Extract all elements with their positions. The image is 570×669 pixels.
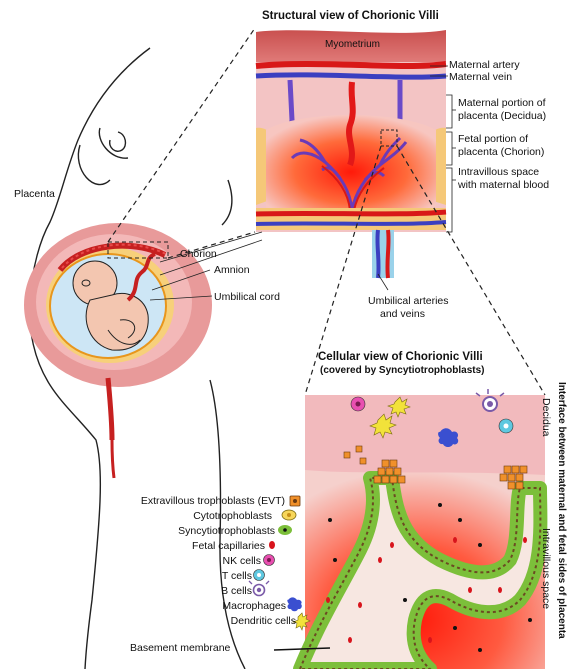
breast-outline <box>99 128 128 158</box>
legend-item-syncytiotrophoblasts: Syncytiotrophoblasts <box>178 524 275 538</box>
cellular-title: Cellular view of Chorionic Villi <box>318 351 483 363</box>
fetal-portion-label-line1: Fetal portion of <box>458 133 528 145</box>
legend-item-dendritic-cells: Dendritic cells <box>231 614 296 628</box>
amnion-label: Amnion <box>214 264 250 276</box>
macrophage-legend-icon <box>287 597 301 611</box>
umbilical-av-label-line2: and veins <box>380 308 425 320</box>
chorion-label: Chorion <box>180 248 217 260</box>
legend-label: B cells <box>221 585 252 597</box>
legend-item-b-cells: B cells <box>221 584 252 598</box>
legend-item-cytotrophoblasts: Cytotrophoblasts <box>193 509 272 523</box>
fetal-portion-label-line2: placenta (Chorion) <box>458 146 544 158</box>
interface-label: Interface between maternal and fetal sid… <box>556 382 567 639</box>
cellular-panel <box>300 389 545 669</box>
legend-item-evt: Extravillous trophoblasts (EVT) <box>141 494 285 508</box>
legend-item-macrophages: Macrophages <box>222 599 286 613</box>
legend-label: T cells <box>222 570 252 582</box>
legend-label: Fetal capillaries <box>192 540 265 552</box>
decidua-label: Decidua <box>540 398 552 437</box>
maternal-artery-label: Maternal artery <box>449 59 520 71</box>
legend-label: Cytotrophoblasts <box>193 510 272 522</box>
umbilical-cord-label: Umbilical cord <box>214 291 280 303</box>
legend-label: Dendritic cells <box>231 615 296 627</box>
basement-membrane-label: Basement membrane <box>130 642 230 654</box>
maternal-portion-label-line1: Maternal portion of <box>458 97 546 109</box>
umbilical-av-label-line1: Umbilical arteries <box>368 295 449 307</box>
structural-panel <box>256 30 446 278</box>
intervillous-label-line1: Intravillous space <box>458 166 539 178</box>
intervillous-label-line2: with maternal blood <box>458 179 549 191</box>
cellular-subtitle: (covered by Syncytiotrophoblasts) <box>320 365 484 376</box>
intravillous-space-label: Intravillous space <box>540 528 552 609</box>
legend-label: Macrophages <box>222 600 286 612</box>
legend-label: Extravillous trophoblasts (EVT) <box>141 495 285 507</box>
legend-label: NK cells <box>222 555 261 567</box>
legend: Extravillous trophoblasts (EVT) Cytotrop… <box>0 494 282 630</box>
myometrium-label: Myometrium <box>325 39 380 51</box>
maternal-portion-label-line2: placenta (Decidua) <box>458 110 546 122</box>
structural-title: Structural view of Chorionic Villi <box>262 10 439 22</box>
legend-label: Syncytiotrophoblasts <box>178 525 275 537</box>
legend-item-nk-cells: NK cells <box>222 554 261 568</box>
maternal-vein-label: Maternal vein <box>449 71 512 83</box>
legend-item-fetal-capillaries: Fetal capillaries <box>192 539 265 553</box>
placenta-label: Placenta <box>14 188 55 200</box>
legend-item-t-cells: T cells <box>222 569 252 583</box>
